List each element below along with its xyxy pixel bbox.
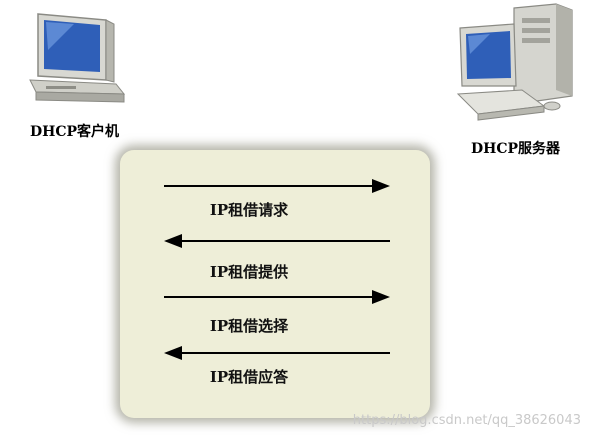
client-label: DHCP客户机	[30, 124, 120, 140]
desktop-computer-icon	[29, 13, 126, 103]
server-label: DHCP服务器	[471, 141, 561, 157]
server-computer-icon	[456, 3, 573, 121]
offer-arrow-left	[164, 234, 390, 248]
ack-label: IP租借应答	[209, 368, 289, 386]
watermark-text: https://blog.csdn.net/qq_38626043	[352, 413, 581, 428]
request-arrow-right	[164, 179, 390, 193]
select-label: IP租借选择	[209, 317, 289, 335]
ack-arrow-left	[164, 346, 390, 360]
select-arrow-right	[164, 290, 390, 304]
request-label: IP租借请求	[209, 201, 289, 219]
offer-label: IP租借提供	[209, 263, 289, 281]
message-exchange-panel	[120, 150, 430, 418]
